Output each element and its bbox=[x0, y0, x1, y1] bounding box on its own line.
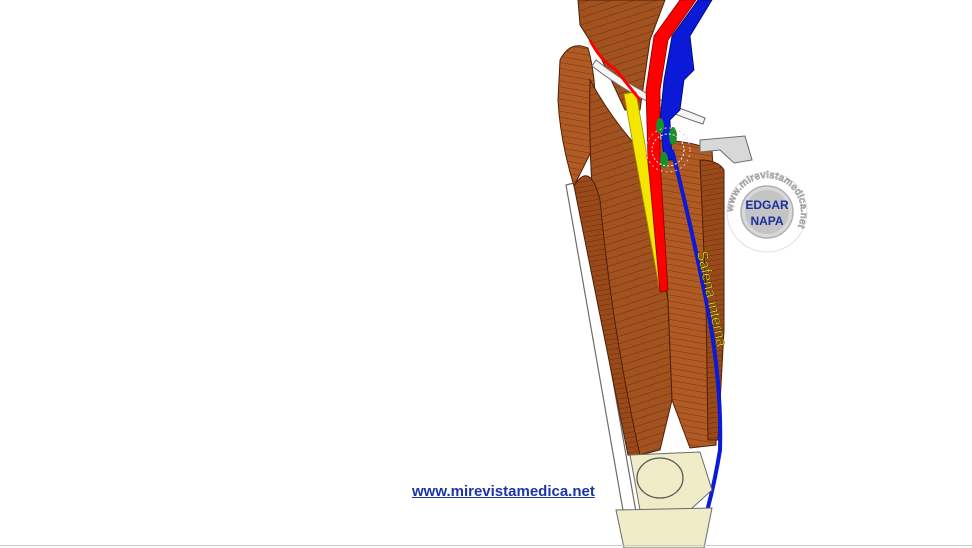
knee-joint bbox=[615, 451, 713, 548]
logo-line2: NAPA bbox=[750, 214, 783, 228]
femoral-vein bbox=[659, 0, 713, 161]
great-saphenous-vein bbox=[670, 149, 723, 548]
bottom-divider bbox=[0, 545, 972, 546]
edgar-napa-logo: EDGAR NAPA www.mirevistamedica.net bbox=[725, 170, 809, 253]
inguinal-lymph-nodes bbox=[645, 118, 691, 173]
patella bbox=[636, 457, 684, 499]
vastus-lateralis-muscle bbox=[573, 175, 641, 456]
circumflex-artery bbox=[588, 39, 642, 101]
pubic-bone bbox=[699, 135, 753, 164]
logo-line1: EDGAR bbox=[745, 198, 789, 212]
website-link[interactable]: www.mirevistamedica.net bbox=[412, 483, 595, 500]
femoral-artery bbox=[645, 0, 697, 293]
